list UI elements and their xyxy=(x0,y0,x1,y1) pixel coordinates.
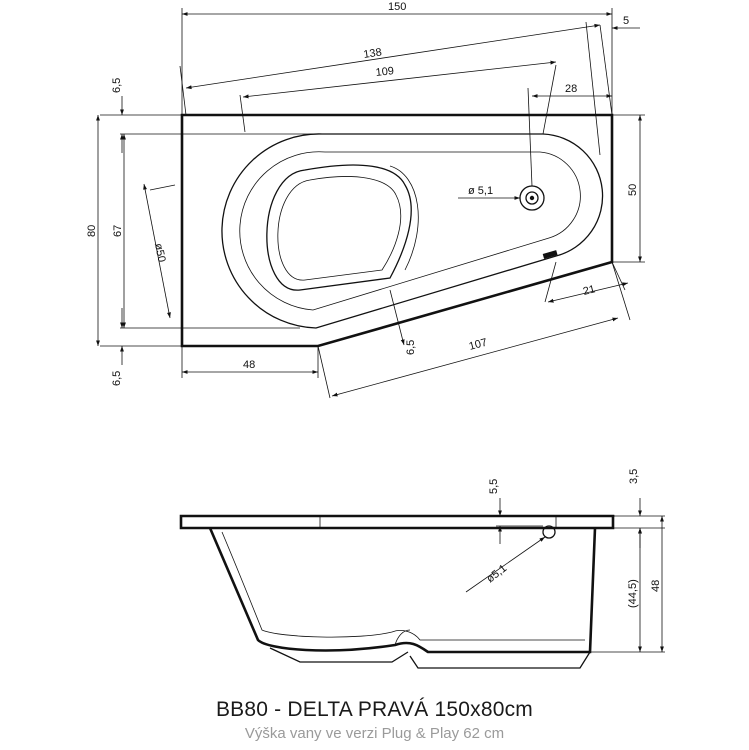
dim-drain-offset: 28 xyxy=(565,83,577,95)
dim-rim-width: 6,5 xyxy=(405,340,417,355)
dim-total-width: 80 xyxy=(86,225,98,237)
section-base xyxy=(269,647,409,663)
dim-basin-length: 109 xyxy=(375,65,395,79)
section-extension-lines xyxy=(496,515,665,653)
dim-bottom-left: 48 xyxy=(243,359,255,371)
dim-top-margin: 6,5 xyxy=(111,78,123,93)
product-subtitle: Výška vany ve verzi Plug & Play 62 cm xyxy=(244,725,505,742)
section-inner xyxy=(221,531,585,641)
section-body xyxy=(208,527,597,654)
section-view: 5,5 3,5 ø5,1 (44,5) 48 xyxy=(179,469,665,669)
basin-bottom-inner xyxy=(277,176,402,281)
dim-inner-width: 67 xyxy=(112,225,124,237)
tub-outline xyxy=(180,113,614,348)
dim-right-side: 50 xyxy=(627,184,639,196)
drain-center xyxy=(529,195,535,201)
dim-rim-height: 3,5 xyxy=(628,469,640,484)
dim-total-length: 150 xyxy=(388,1,406,13)
seat-step xyxy=(389,165,419,271)
basin-rim-inner xyxy=(239,151,581,311)
dim-inner-length: 138 xyxy=(363,46,383,61)
basin-rim-outer xyxy=(221,133,604,329)
dim-inner-depth: (44,5) xyxy=(627,579,639,608)
dimension-lines xyxy=(96,12,642,397)
dim-corner-offset: 21 xyxy=(582,283,597,298)
dim-drain-diameter: ø 5,1 xyxy=(468,185,493,197)
extension-lines xyxy=(100,8,645,399)
dim-top-offset: 5 xyxy=(623,15,629,27)
dim-drain-height: 5,5 xyxy=(488,479,500,494)
basin-bottom xyxy=(266,164,412,291)
drain-inner xyxy=(525,191,539,205)
product-title: BB80 - DELTA PRAVÁ 150x80cm xyxy=(215,698,534,721)
section-drain xyxy=(542,525,556,539)
dim-diagonal-length: 107 xyxy=(468,337,489,353)
section-dimension-lines xyxy=(465,498,664,652)
dim-bottom-margin: 6,5 xyxy=(111,371,123,386)
dim-section-drain: ø5,1 xyxy=(484,562,509,585)
plan-view: 150 5 138 109 28 6,5 80 67 ø50 ø 5,1 50 … xyxy=(86,1,645,399)
overflow xyxy=(542,250,558,259)
dim-total-height: 48 xyxy=(650,580,662,592)
dim-basin-diameter: ø50 xyxy=(152,242,167,263)
